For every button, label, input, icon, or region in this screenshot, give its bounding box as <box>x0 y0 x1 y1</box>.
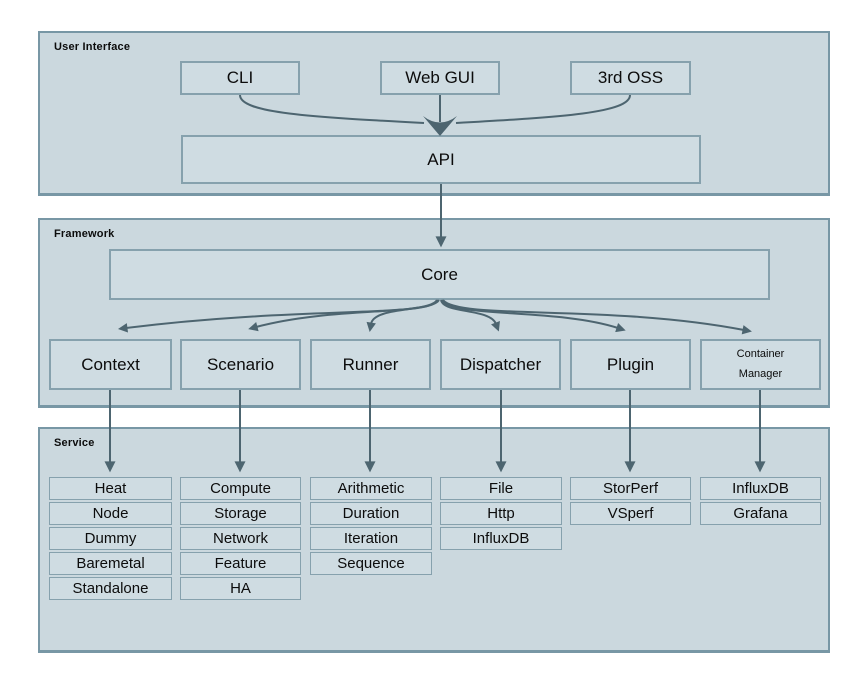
service-item-heat: Heat <box>49 477 172 500</box>
service-item-compute: Compute <box>180 477 301 500</box>
service-item-influxdb-2: InfluxDB <box>700 477 821 500</box>
service-item-standalone: Standalone <box>49 577 172 600</box>
box-dispatcher: Dispatcher <box>440 339 561 390</box>
service-item-grafana: Grafana <box>700 502 821 525</box>
service-item-influxdb: InfluxDB <box>440 527 562 550</box>
section-service-label: Service <box>54 437 95 449</box>
service-item-dummy: Dummy <box>49 527 172 550</box>
box-3rd-oss: 3rd OSS <box>570 61 691 95</box>
service-item-vsperf: VSperf <box>570 502 691 525</box>
box-runner: Runner <box>310 339 431 390</box>
section-framework-label: Framework <box>54 228 115 240</box>
service-item-feature: Feature <box>180 552 301 575</box>
service-item-sequence: Sequence <box>310 552 432 575</box>
service-item-node: Node <box>49 502 172 525</box>
service-item-file: File <box>440 477 562 500</box>
box-plugin: Plugin <box>570 339 691 390</box>
box-api: API <box>181 135 701 184</box>
service-item-storperf: StorPerf <box>570 477 691 500</box>
box-core: Core <box>109 249 770 300</box>
box-cli: CLI <box>180 61 300 95</box>
service-item-baremetal: Baremetal <box>49 552 172 575</box>
box-web-gui: Web GUI <box>380 61 500 95</box>
box-context: Context <box>49 339 172 390</box>
service-item-duration: Duration <box>310 502 432 525</box>
service-item-ha: HA <box>180 577 301 600</box>
service-item-http: Http <box>440 502 562 525</box>
service-item-network: Network <box>180 527 301 550</box>
section-user-interface-label: User Interface <box>54 41 131 53</box>
box-container-manager: Container Manager <box>700 339 821 390</box>
box-scenario: Scenario <box>180 339 301 390</box>
service-item-arithmetic: Arithmetic <box>310 477 432 500</box>
service-item-iteration: Iteration <box>310 527 432 550</box>
service-item-storage: Storage <box>180 502 301 525</box>
